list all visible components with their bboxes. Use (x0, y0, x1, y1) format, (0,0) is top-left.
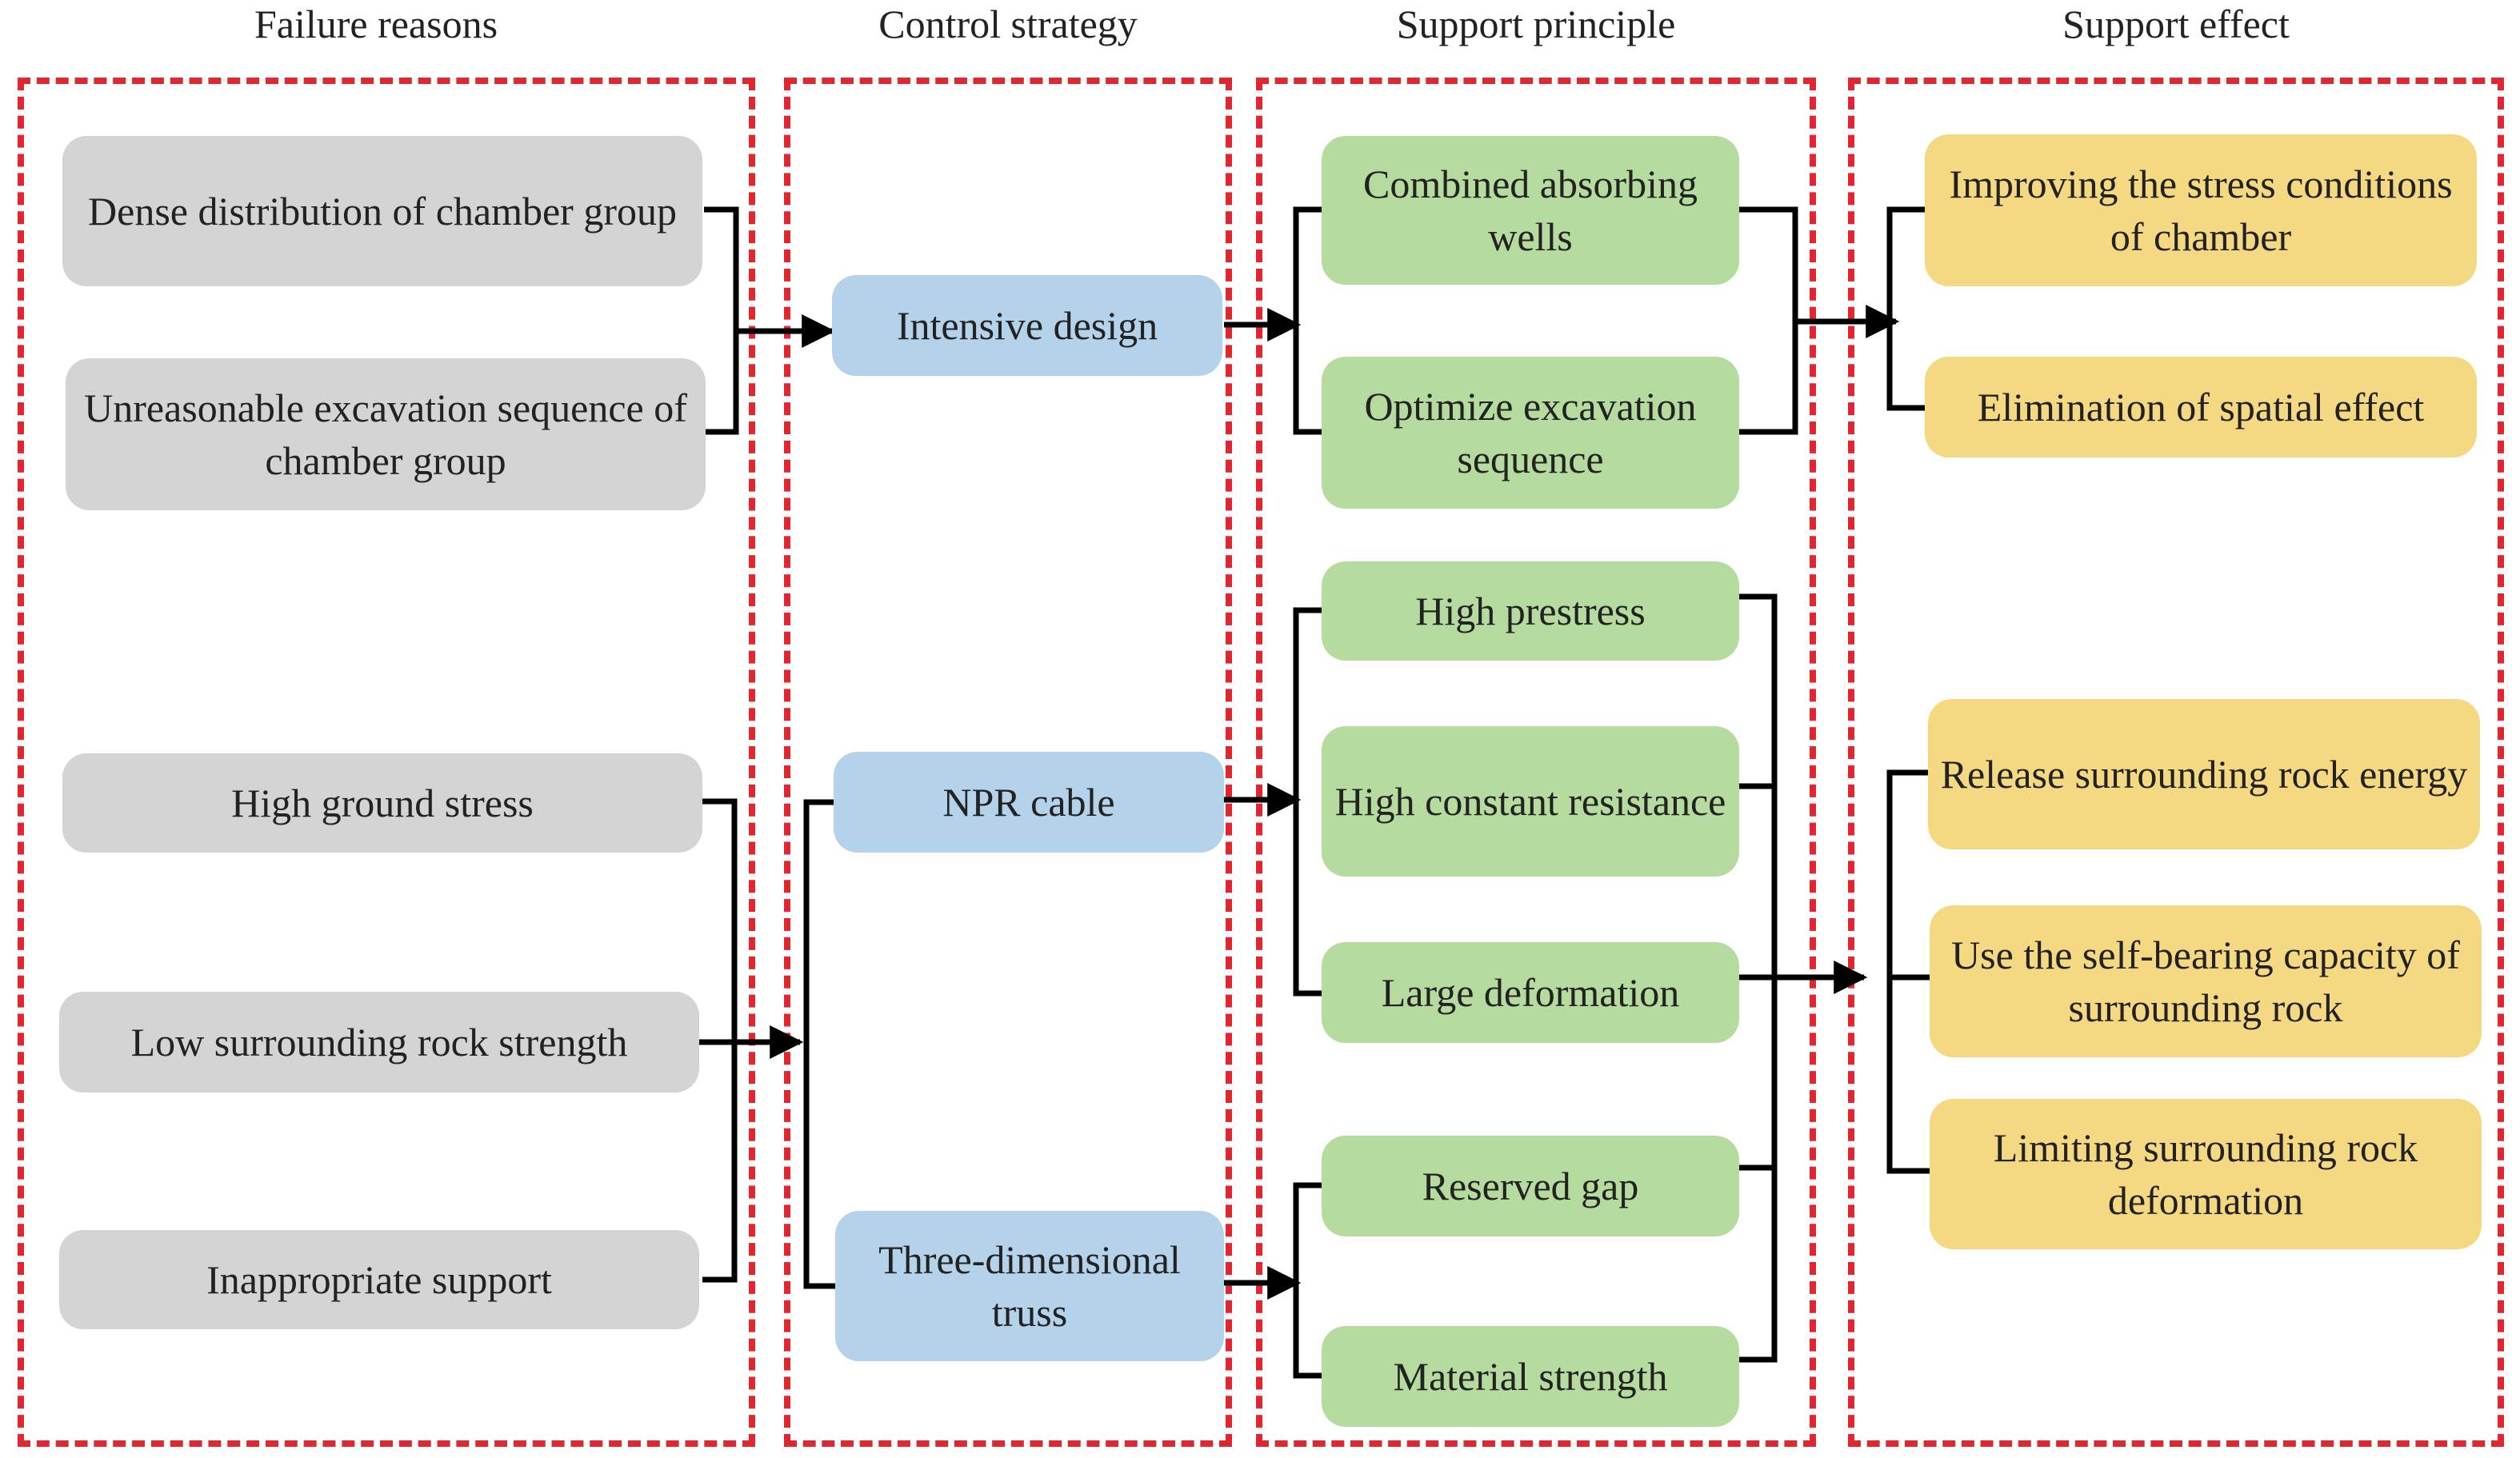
control-strategy-label: NPR cable (942, 780, 1115, 825)
failure-reason-label: Low surrounding rock strength (130, 1020, 628, 1065)
failure-reason-box: Inappropriate support (59, 1230, 699, 1329)
support-principle-box: Large deformation (1322, 942, 1739, 1043)
control-strategy-box: Three-dimensional truss (835, 1211, 1224, 1361)
failure-reason-label: Inappropriate support (206, 1257, 552, 1302)
support-principle-label: Combined absorbing wells (1362, 162, 1698, 259)
support-effect-label: Release surrounding rock energy (1940, 752, 2468, 797)
support-principle-box: Optimize excavation sequence (1322, 357, 1739, 509)
support-principle-label: Large deformation (1381, 970, 1680, 1015)
failure-reason-label: High ground stress (231, 781, 534, 825)
support-effect-box: Limiting surrounding rock deformation (1930, 1099, 2482, 1249)
support-principle-box: High constant resistance (1322, 726, 1739, 877)
panel-failure-reasons (18, 78, 755, 1447)
failure-reason-box: Dense distribution of chamber group (62, 136, 702, 286)
support-principle-label: High prestress (1415, 589, 1646, 633)
panel-control-strategy (784, 78, 1232, 1447)
failure-reason-box: Unreasonable excavation sequence of cham… (66, 358, 706, 510)
failure-reason-label: Unreasonable excavation sequence of cham… (84, 385, 687, 483)
panel-support-principle (1256, 78, 1816, 1447)
control-strategy-label: Three-dimensional truss (878, 1237, 1181, 1335)
support-effect-box: Elimination of spatial effect (1925, 357, 2477, 457)
support-effect-box: Improving the stress conditions of chamb… (1925, 134, 2477, 286)
header-support-effect: Support effect (2062, 2, 2290, 46)
header-failure-reasons: Failure reasons (254, 2, 498, 46)
header-support-principle: Support principle (1396, 2, 1676, 46)
support-effect-label: Use the self-bearing capacity of surroun… (1951, 933, 2460, 1030)
failure-reason-box: High ground stress (62, 753, 702, 853)
support-principle-label: High constant resistance (1334, 779, 1726, 824)
control-strategy-label: Intensive design (896, 303, 1158, 348)
support-principle-label: Reserved gap (1422, 1164, 1639, 1208)
control-strategy-box: NPR cable (834, 752, 1224, 853)
support-effect-box: Use the self-bearing capacity of surroun… (1930, 905, 2482, 1057)
support-principle-label: Material strength (1393, 1354, 1668, 1399)
failure-reason-box: Low surrounding rock strength (59, 992, 699, 1093)
support-effect-label: Improving the stress conditions of chamb… (1949, 162, 2453, 259)
support-principle-box: Reserved gap (1322, 1136, 1739, 1236)
support-principle-box: Material strength (1322, 1326, 1739, 1427)
header-control-strategy: Control strategy (878, 2, 1138, 46)
panel-support-effect (1848, 78, 2504, 1447)
control-strategy-box: Intensive design (832, 275, 1222, 376)
support-effect-label: Elimination of spatial effect (1977, 385, 2425, 429)
support-effect-box: Release surrounding rock energy (1928, 699, 2480, 849)
support-principle-label: Optimize excavation sequence (1364, 384, 1697, 481)
support-principle-box: High prestress (1322, 561, 1739, 661)
support-principle-box: Combined absorbing wells (1322, 136, 1739, 285)
support-effect-label: Limiting surrounding rock deformation (1993, 1125, 2418, 1223)
failure-reason-label: Dense distribution of chamber group (88, 189, 677, 234)
